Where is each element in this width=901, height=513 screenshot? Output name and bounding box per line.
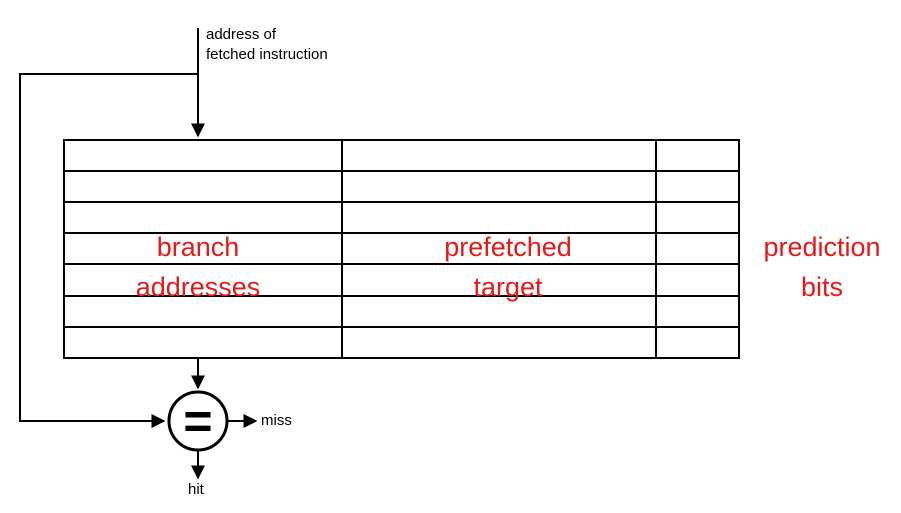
column-label-line1: prediction — [763, 232, 881, 262]
miss-label: miss — [261, 412, 292, 429]
column-label-prediction-bits: prediction bits — [747, 227, 897, 307]
column-label-line1: prefetched — [444, 232, 572, 262]
address-label-line1: address of — [206, 26, 277, 43]
column-label-line2: target — [473, 272, 543, 302]
buffer-table — [63, 139, 740, 359]
column-label-line2: bits — [800, 272, 844, 302]
column-label-line1: branch — [156, 232, 240, 262]
address-label: address of fetched instruction — [206, 25, 328, 65]
column-label-line2: addresses — [135, 272, 261, 302]
comparator-circle — [167, 390, 229, 452]
table-border — [63, 139, 740, 359]
hit-label: hit — [188, 481, 204, 498]
column-label-branch-addresses: branch addresses — [118, 227, 278, 307]
address-feedback-path — [19, 73, 198, 428]
equals-icon: = — [183, 393, 213, 449]
address-label-line2: fetched instruction — [206, 46, 328, 63]
column-label-prefetched-target: prefetched target — [418, 227, 598, 307]
